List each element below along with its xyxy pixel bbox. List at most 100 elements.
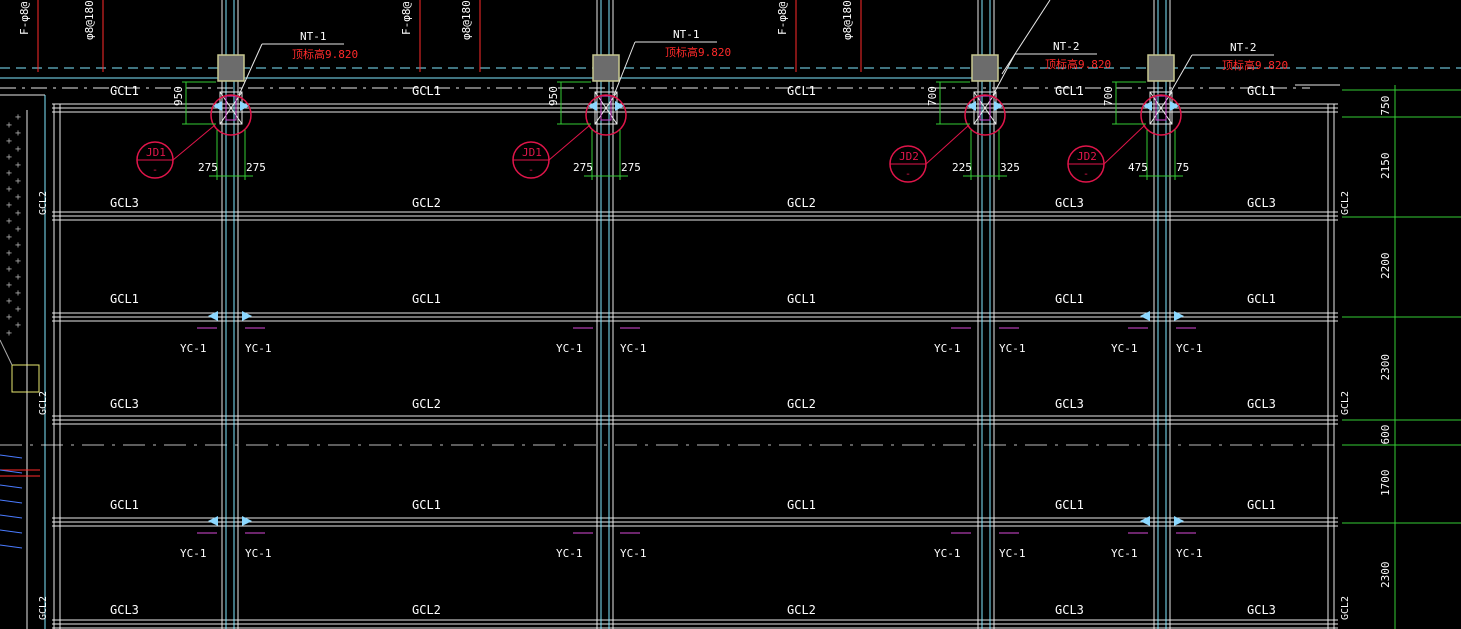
beam-arrow: [615, 101, 624, 111]
node-leader: [548, 124, 591, 161]
yc-arrow: [242, 516, 252, 526]
node-left-dim: 275: [198, 161, 218, 174]
yc-label: YC-1: [245, 342, 272, 355]
hatch-mark: +: [15, 144, 21, 155]
yc-label: YC-1: [180, 547, 207, 560]
yc-label: YC-1: [934, 342, 961, 355]
node-sub: -: [152, 165, 158, 176]
beam-label: GCL2: [787, 397, 816, 411]
hatch-mark: +: [6, 264, 12, 275]
beam-label: GCL1: [1247, 292, 1276, 306]
rebar-label: φ8@180: [460, 0, 473, 40]
node-right-dim: 275: [621, 161, 641, 174]
beam-label: GCL2: [787, 603, 816, 617]
node-left-dim: 275: [573, 161, 593, 174]
yc-arrow: [1174, 311, 1184, 321]
hatch-mark: +: [6, 248, 12, 259]
yc-label: YC-1: [556, 547, 583, 560]
node-height-label: 700: [1102, 86, 1115, 106]
side-beam-label: GCL2: [1340, 391, 1351, 415]
beam-label: GCL2: [412, 196, 441, 210]
left-edge-line: [0, 514, 23, 519]
node-code: JD1: [522, 146, 542, 159]
hatch-mark: +: [15, 208, 21, 219]
node-right-dim: 275: [246, 161, 266, 174]
beam-arrow: [967, 101, 976, 111]
side-beam-label: GCL2: [38, 596, 49, 620]
right-dim-label: 1700: [1379, 470, 1392, 497]
hatch-mark: +: [15, 224, 21, 235]
hatch-mark: +: [6, 296, 12, 307]
beam-label: GCL2: [787, 196, 816, 210]
node-height-label: 700: [926, 86, 939, 106]
rebar-label: φ8@180: [841, 0, 854, 40]
side-beam-label: GCL2: [1340, 191, 1351, 215]
right-dim-label: 2300: [1379, 562, 1392, 589]
yc-label: YC-1: [245, 547, 272, 560]
node-circle: [964, 94, 1006, 136]
hatch-mark: +: [15, 128, 21, 139]
node-height-label: 950: [172, 86, 185, 106]
beam-arrow: [1170, 101, 1179, 111]
left-edge-line: [0, 544, 23, 549]
node-right-dim: 75: [1176, 161, 1189, 174]
yc-label: YC-1: [180, 342, 207, 355]
column-core: [225, 95, 237, 121]
hatch-mark: +: [15, 176, 21, 187]
node-circle: [210, 94, 252, 136]
yc-label: YC-1: [556, 342, 583, 355]
column-section-hatch: [219, 91, 243, 125]
beam-label: GCL1: [1055, 84, 1084, 98]
beam-label: GCL1: [1247, 498, 1276, 512]
node-code: JD1: [146, 146, 166, 159]
node-code: JD2: [899, 150, 919, 163]
node-right-dim: 325: [1000, 161, 1020, 174]
node-circle: [1140, 94, 1182, 136]
column-tag-code: NT-1: [673, 28, 700, 41]
beam-label: GCL3: [1247, 603, 1276, 617]
right-dim-label: 2200: [1379, 253, 1392, 280]
left-edge-line: [0, 339, 13, 366]
rebar-label: F-φ8@: [400, 2, 413, 35]
yc-label: YC-1: [1111, 547, 1138, 560]
column-core: [600, 95, 612, 121]
hatch-mark: +: [15, 304, 21, 315]
hatch-mark: +: [6, 200, 12, 211]
tag-leader: [992, 53, 1016, 96]
column-core: [1155, 95, 1167, 121]
hatch-mark: +: [6, 280, 12, 291]
column-tag-code: NT-2: [1230, 41, 1257, 54]
beam-arrow: [1143, 101, 1152, 111]
yc-label: YC-1: [1111, 342, 1138, 355]
rebar-label: F-φ8@: [18, 2, 31, 35]
beam-label: GCL2: [412, 397, 441, 411]
right-dim-label: 2300: [1379, 354, 1392, 381]
column-section-hatch: [973, 91, 997, 125]
beam-label: GCL1: [412, 498, 441, 512]
beam-label: GCL1: [787, 84, 816, 98]
node-sub: -: [1083, 169, 1089, 180]
column-cap: [1147, 54, 1175, 82]
hatch-mark: +: [15, 288, 21, 299]
node-leader: [1103, 124, 1146, 165]
column-section-hatch: [1149, 91, 1173, 125]
node-leader: [925, 124, 970, 165]
node-left-dim: 225: [952, 161, 972, 174]
tag-leader: [1001, 0, 1051, 75]
beam-label: GCL1: [412, 84, 441, 98]
beam-label: GCL1: [412, 292, 441, 306]
beam-label: GCL3: [1055, 397, 1084, 411]
hatch-mark: +: [6, 184, 12, 195]
hatch-mark: +: [6, 152, 12, 163]
node-sub: -: [528, 165, 534, 176]
side-beam-label: GCL2: [1340, 596, 1351, 620]
yc-arrow: [208, 516, 218, 526]
hatch-mark: +: [15, 320, 21, 331]
beam-label: GCL3: [1055, 603, 1084, 617]
node-sub: -: [905, 169, 911, 180]
column-tag-elevation: 顶标高9.820: [1045, 57, 1111, 71]
beam-label: GCL1: [1055, 292, 1084, 306]
right-dim-label: 750: [1379, 96, 1392, 116]
